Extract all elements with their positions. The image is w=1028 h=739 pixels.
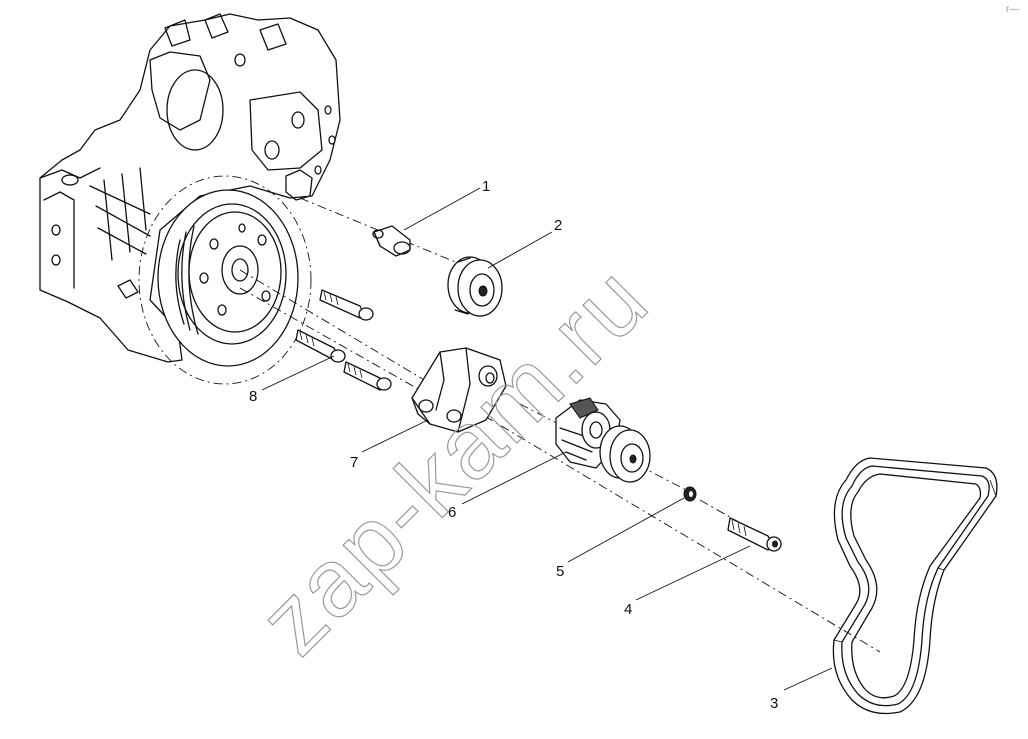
poly-v-belt <box>832 457 998 715</box>
callout-8: 8 <box>249 388 257 405</box>
corner-mark: r— <box>1006 4 1019 15</box>
callout-6: 6 <box>448 504 456 521</box>
tensioner-bolt <box>727 517 782 552</box>
washer <box>683 486 697 502</box>
callout-2: 2 <box>554 217 562 234</box>
callout-7: 7 <box>350 454 358 471</box>
spacer-stud <box>372 225 411 257</box>
engine-front-cover <box>39 13 341 363</box>
callout-labels: 1 2 3 4 5 6 7 8 <box>249 178 778 712</box>
callout-3: 3 <box>770 695 778 712</box>
leader-lines <box>261 187 833 691</box>
callout-5: 5 <box>556 563 564 580</box>
belt-tensioner <box>555 397 651 483</box>
idler-pulley <box>447 256 503 317</box>
crankshaft-pulley <box>138 175 312 385</box>
callout-4: 4 <box>624 601 632 618</box>
mounting-bolts <box>295 289 392 391</box>
callout-1: 1 <box>482 178 490 195</box>
